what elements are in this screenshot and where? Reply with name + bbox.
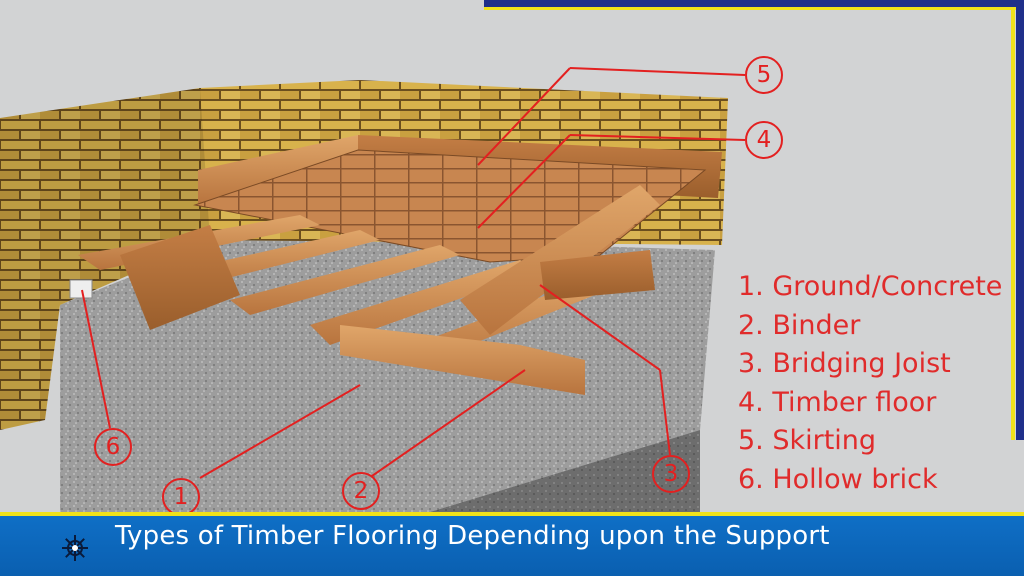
- callout-5: 5: [745, 56, 783, 94]
- skirting-left: [198, 135, 358, 205]
- frame-right-border: [1016, 0, 1024, 440]
- legend-item-timber-floor: 4. Timber floor: [738, 386, 937, 418]
- legend-item-bridging-joist: 3. Bridging Joist: [738, 348, 951, 379]
- frame-top-yellow-line: [484, 7, 1024, 10]
- callout-3: 3: [652, 455, 690, 493]
- footer-title: Types of Timber Flooring Depending upon …: [115, 521, 830, 551]
- legend: 1. Ground/Concrete 2. Binder 3. Bridging…: [738, 268, 1002, 499]
- legend-item-ground-concrete: 1. Ground/Concrete: [738, 271, 1003, 302]
- footer-yellow-line: [0, 512, 1024, 516]
- footer-bar: [0, 516, 1024, 576]
- helm-icon: [62, 535, 88, 561]
- hollow-brick: [69, 279, 93, 299]
- callout-4: 4: [745, 121, 783, 159]
- frame-top-border: [484, 0, 1024, 7]
- callout-2: 2: [342, 472, 380, 510]
- callout-1: 1: [162, 478, 200, 516]
- callout-6: 6: [94, 428, 132, 466]
- legend-item-skirting: 5. Skirting: [738, 425, 877, 456]
- legend-item-hollow-brick: 6. Hollow brick: [738, 463, 938, 495]
- concrete-base-side: [430, 430, 700, 512]
- binder-beams: [120, 185, 660, 395]
- legend-item-binder: 2. Binder: [738, 309, 861, 341]
- frame-right-yellow-line: [1011, 7, 1015, 440]
